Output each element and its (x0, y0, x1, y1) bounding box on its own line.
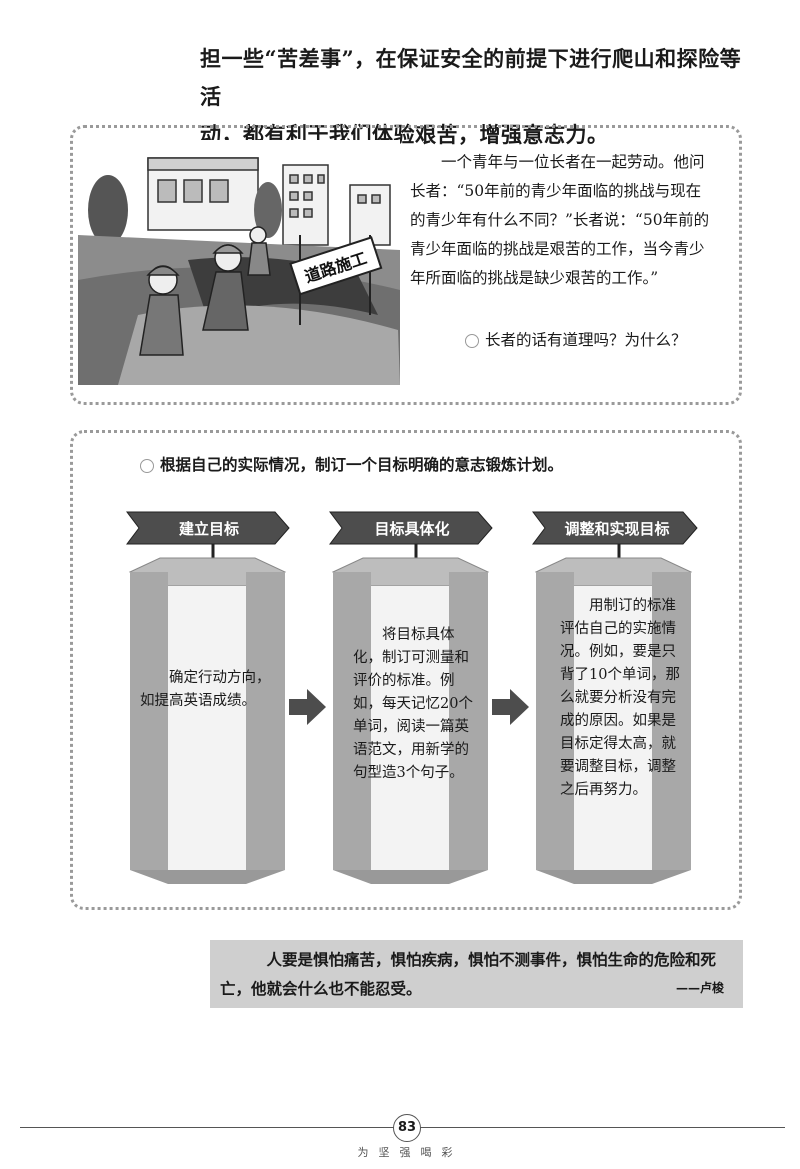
construction-illustration: 道路施工 (78, 140, 400, 385)
quote-box (210, 940, 743, 1008)
bullet-circle-icon (465, 334, 479, 348)
quote-text: 人要是惧怕痛苦，惧怕疾病，惧怕不测事件，惧怕生命的危险和死亡，他就会什么也不能忍… (220, 951, 717, 998)
step-2-text-wrap: 将目标具体化，制订可测量和评价的标准。例如，每天记忆20个单词，阅读一篇英语范文… (353, 624, 478, 785)
step-3-text: 用制订的标准评估自己的实施情况。例如，要是只背了10个单词，那么就要分析没有完成… (560, 598, 680, 798)
step-2-label: 目标具体化 (374, 520, 449, 538)
story-question-text: 长者的话有道理吗？为什么？ (485, 331, 687, 349)
plan-task-text: 根据自己的实际情况，制订一个目标明确的意志锻炼计划。 (160, 455, 564, 474)
step-1-text: 确定行动方向，如提高英语成绩。 (140, 670, 271, 709)
plan-task: 根据自己的实际情况，制订一个目标明确的意志锻炼计划。 (140, 453, 563, 475)
step-1-text-wrap: 确定行动方向，如提高英语成绩。 (140, 667, 280, 713)
arrow-right-icon (289, 689, 326, 725)
step-1-label: 建立目标 (179, 520, 239, 538)
quote-author: ——卢梭 (676, 981, 725, 995)
footer-text: 为坚强喝彩 (357, 1146, 463, 1159)
step-3-label: 调整和实现目标 (564, 520, 669, 538)
pillar-step-3: 调整和实现目标 (532, 511, 698, 884)
pillar-step-2: 目标具体化 (329, 511, 493, 884)
arrow-right-icon (492, 689, 529, 725)
story-text: 一个青年与一位长者在一起劳动。他问长者：“50年前的青少年面临的挑战与现在的青少… (410, 153, 710, 287)
plan-box (70, 430, 742, 910)
intro-line-1: 担一些“苦差事”，在保证安全的前提下进行爬山和探险等活 (200, 46, 742, 109)
story-question: 长者的话有道理吗？为什么？ (465, 328, 687, 350)
bullet-circle-icon (140, 459, 154, 473)
story-box (70, 125, 742, 405)
page-number: 83 (393, 1114, 421, 1142)
pillar-step-1: 建立目标 (126, 511, 290, 884)
step-3-text-wrap: 用制订的标准评估自己的实施情况。例如，要是只背了10个单词，那么就要分析没有完成… (560, 595, 683, 802)
step-2-text: 将目标具体化，制订可测量和评价的标准。例如，每天记忆20个单词，阅读一篇英语范文… (353, 627, 473, 781)
